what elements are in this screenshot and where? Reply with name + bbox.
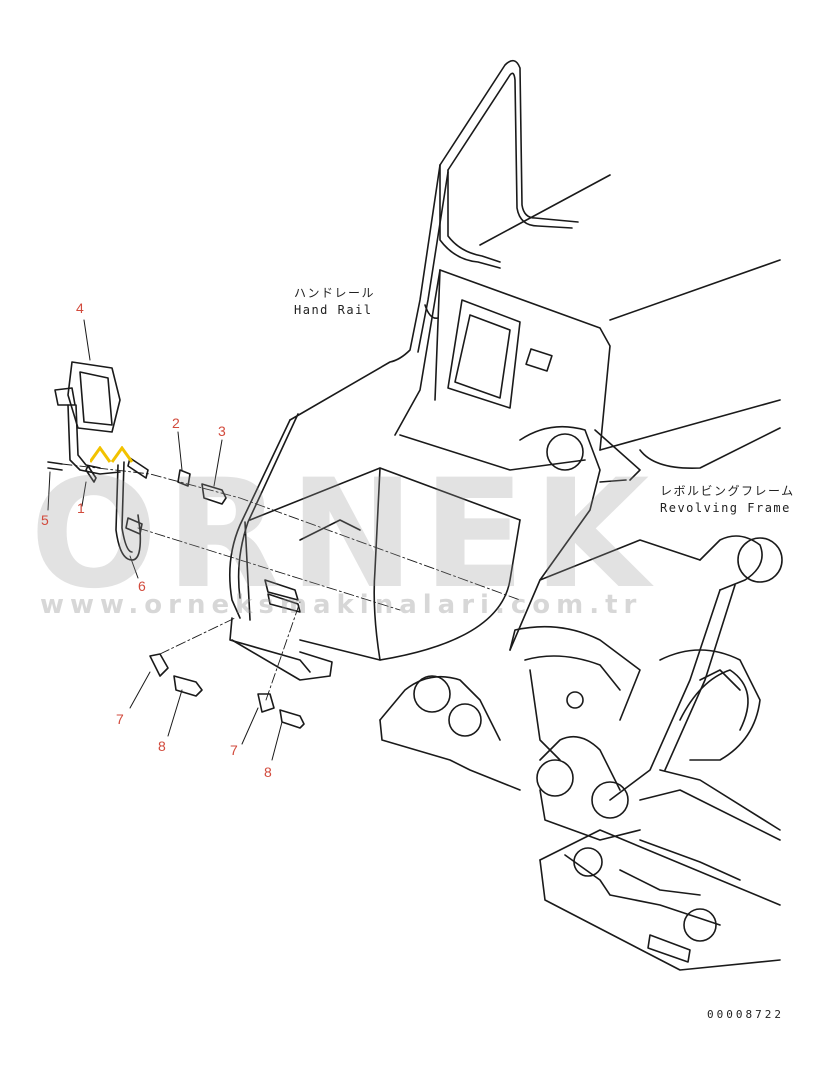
deck-plate bbox=[539, 829, 781, 971]
hose-part bbox=[115, 457, 149, 561]
callout-1: 1 bbox=[77, 500, 85, 516]
drawing-code: 00008722 bbox=[707, 1008, 784, 1021]
clip-and-bolt-parts bbox=[177, 469, 227, 505]
body-box bbox=[229, 467, 521, 681]
hand-rail-label-jp: ハンドレール bbox=[294, 286, 376, 300]
callout-7-right: 7 bbox=[230, 742, 238, 758]
callout-2: 2 bbox=[172, 415, 180, 431]
frame-label-en: Revolving Frame bbox=[660, 501, 791, 515]
revolving-frame bbox=[379, 425, 783, 841]
body-top-wall bbox=[394, 174, 781, 469]
switch-box bbox=[399, 269, 586, 471]
callout-7-left: 7 bbox=[116, 711, 124, 727]
mirror-part bbox=[54, 361, 121, 433]
watermark-brand: ORNEK bbox=[30, 448, 658, 622]
leader-lines bbox=[47, 319, 283, 761]
bracket-and-bolt-parts bbox=[149, 653, 305, 729]
callout-8-left: 8 bbox=[158, 738, 166, 754]
hand-rail-label-en: Hand Rail bbox=[294, 303, 373, 317]
callout-5: 5 bbox=[41, 512, 49, 528]
watermark-accent-icon bbox=[90, 446, 134, 463]
frame-label-jp: レボルビングフレーム bbox=[660, 484, 795, 498]
assembly-center-lines bbox=[61, 463, 521, 701]
callout-8-right: 8 bbox=[264, 764, 272, 780]
callout-6: 6 bbox=[138, 578, 146, 594]
watermark-url: www.orneksmakinalari.com.tr bbox=[40, 590, 643, 620]
stay-bracket-part bbox=[47, 404, 121, 483]
callout-3: 3 bbox=[218, 423, 226, 439]
callout-4: 4 bbox=[76, 300, 84, 316]
